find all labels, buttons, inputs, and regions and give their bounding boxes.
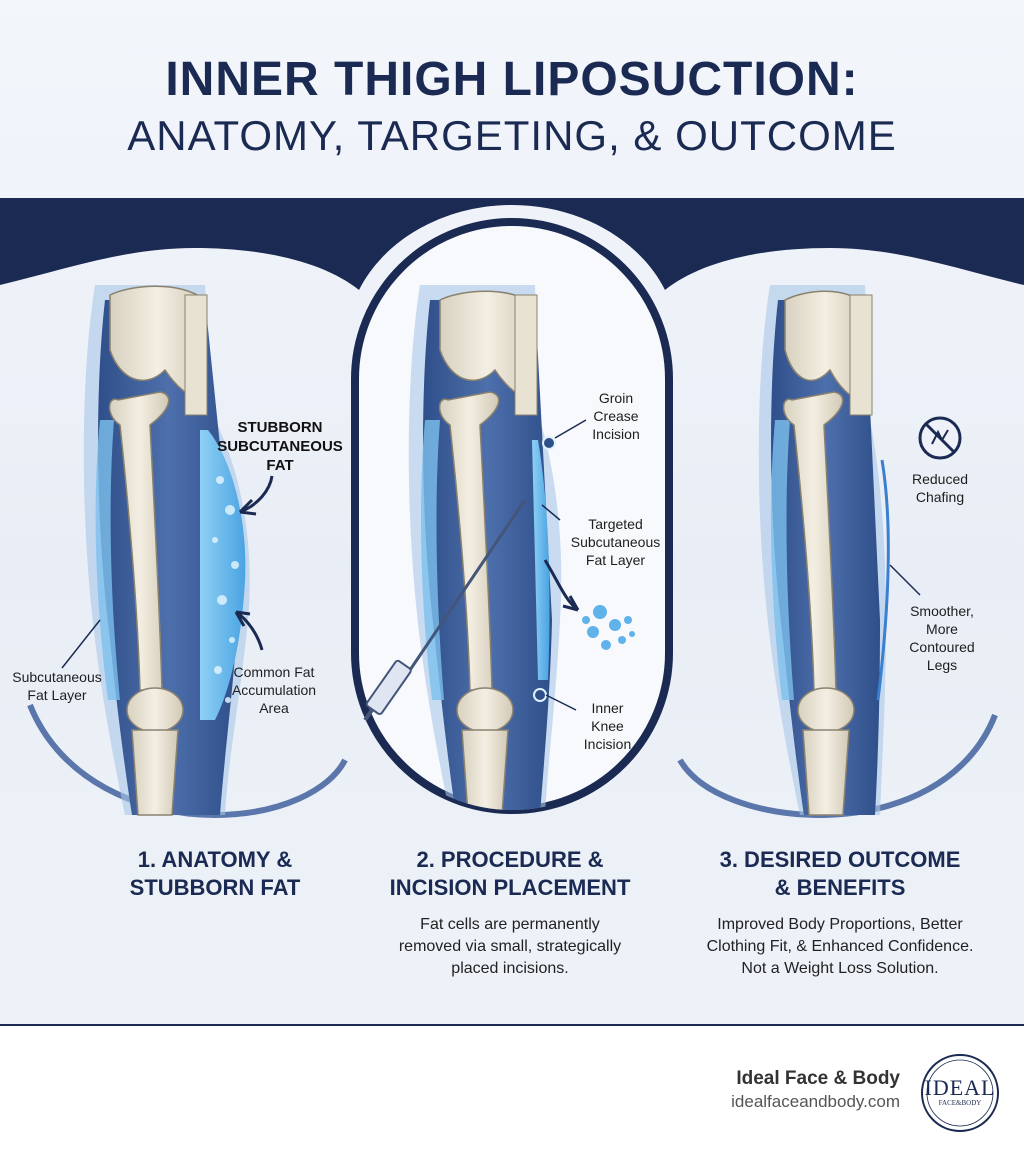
targeted-fat-label: Targeted Subcutaneous Fat Layer [570, 516, 661, 568]
page-title: INNER THIGH LIPOSUCTION: [165, 53, 859, 106]
panel-1-leg [83, 285, 250, 816]
panel-3-description: Improved Body Proportions, Better Clothi… [706, 916, 974, 977]
removed-fat-cells [582, 605, 635, 650]
header-band [0, 198, 1024, 290]
common-fat-label: Common Fat Accumulation Area [231, 664, 317, 716]
footer-divider [0, 1024, 1024, 1026]
panel-2-description: Fat cells are permanently removed via sm… [398, 916, 622, 977]
page-subtitle: ANATOMY, TARGETING, & OUTCOME [127, 112, 897, 159]
groin-incision-marker [542, 436, 556, 450]
knee-incision-marker [533, 688, 547, 702]
subq-fat-label: Subcutaneous Fat Layer [12, 669, 102, 703]
panel-2-leg [408, 285, 562, 810]
brand-logo: IDEAL FACE&BODY [920, 1053, 1000, 1133]
groin-incision-label: Groin Crease Incision [592, 390, 640, 442]
reduced-chafing-label: Reduced Chafing [911, 471, 969, 505]
cannula-icon [363, 499, 527, 722]
subq-leader [61, 619, 101, 669]
panel-2-title: 2. PROCEDURE & INCISION PLACEMENT [389, 847, 631, 900]
fat-deposit [200, 430, 246, 720]
panel-3-leg [758, 285, 886, 816]
panel-1-title: 1. ANATOMY & STUBBORN FAT [129, 847, 301, 900]
smoother-legs-label: Smoother, More Contoured Legs [909, 603, 975, 673]
contour-line [876, 459, 890, 701]
logo-wordmark: IDEAL [924, 1075, 996, 1100]
brand-url[interactable]: idealfaceandbody.com [731, 1092, 900, 1111]
knee-incision-label: Inner Knee Incision [583, 700, 632, 752]
stubborn-fat-label: STUBBORN SUBCUTANEOUS FAT [217, 419, 343, 474]
brand-name: Ideal Face & Body [736, 1068, 900, 1089]
stubborn-fat-arrow [239, 475, 274, 514]
no-chafing-icon [918, 416, 962, 460]
logo-subtext: FACE&BODY [938, 1099, 982, 1107]
panel-3-title: 3. DESIRED OUTCOME & BENEFITS [719, 847, 961, 900]
